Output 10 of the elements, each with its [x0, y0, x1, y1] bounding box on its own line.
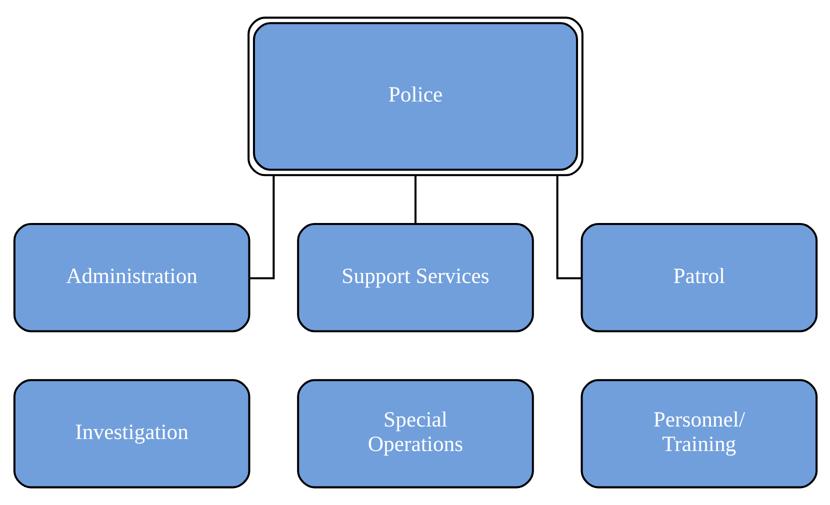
node-box: Administration	[12, 222, 250, 332]
node-box: Police	[247, 16, 583, 176]
node-box: Personnel/ Training	[580, 379, 818, 488]
node-box: Support Services	[296, 222, 534, 332]
node-box: Investigation	[12, 379, 250, 488]
node-box: Special Operations	[296, 379, 534, 488]
node-box: Patrol	[580, 222, 818, 332]
connector	[556, 176, 581, 280]
connector	[249, 176, 274, 280]
connector	[414, 175, 416, 224]
